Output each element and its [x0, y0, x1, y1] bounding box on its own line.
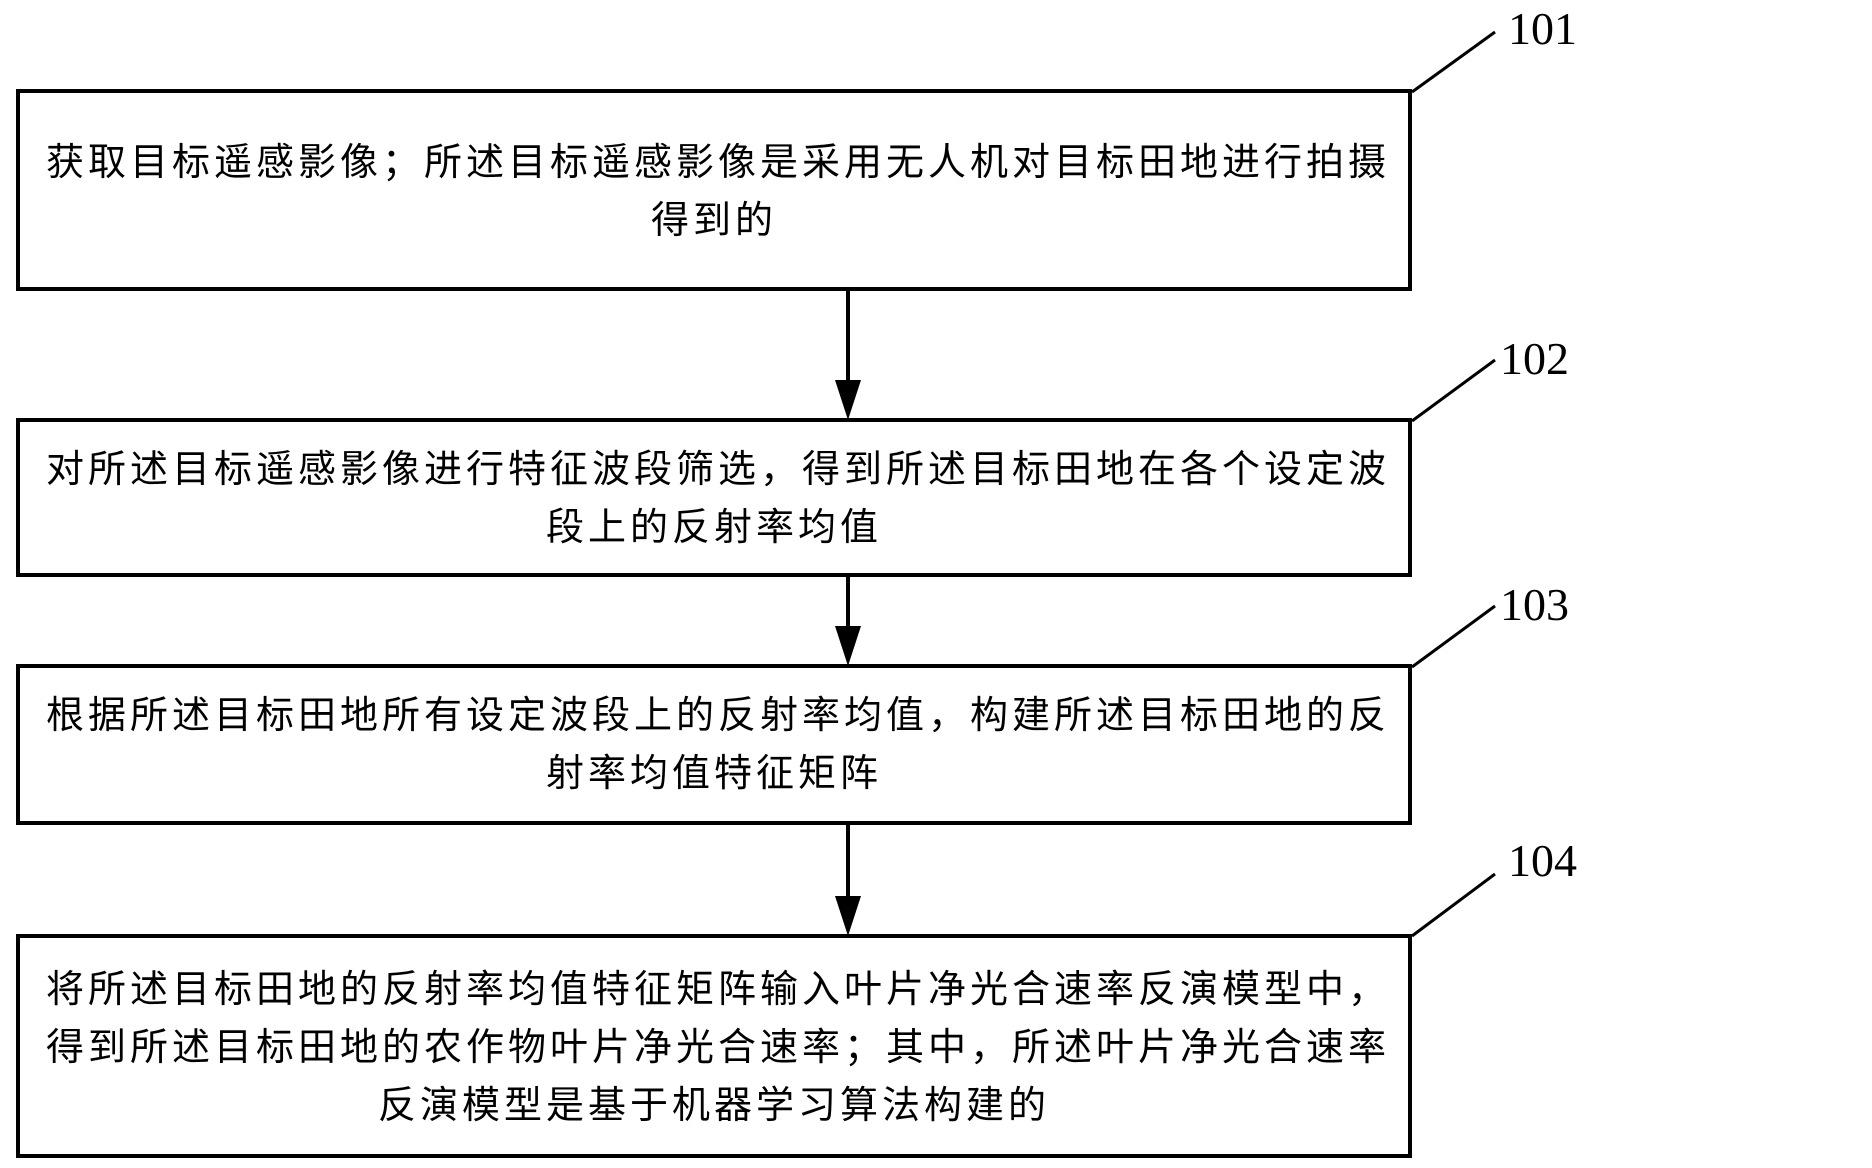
step-text-line: 根据所述目标田地所有设定波段上的反射率均值，构建所述目标田地的反: [46, 693, 1391, 737]
step-text-line: 获取目标遥感影像；所述目标遥感影像是采用无人机对目标田地进行拍摄: [46, 140, 1391, 184]
step-text-line: 反演模型是基于机器学习算法构建的: [377, 1083, 1050, 1127]
arrow-102-to-103: [835, 575, 861, 666]
step-text-101: 获取目标遥感影像；所述目标遥感影像是采用无人机对目标田地进行拍摄 得到的: [20, 133, 1408, 249]
step-label-103: 103: [1500, 579, 1569, 630]
step-text-104: 将所述目标田地的反射率均值特征矩阵输入叶片净光合速率反演模型中， 得到所述目标田…: [20, 960, 1408, 1134]
step-text-103: 根据所述目标田地所有设定波段上的反射率均值，构建所述目标田地的反 射率均值特征矩…: [20, 686, 1408, 802]
step-box-104: 将所述目标田地的反射率均值特征矩阵输入叶片净光合速率反演模型中， 得到所述目标田…: [16, 934, 1412, 1158]
step-label-104: 104: [1508, 835, 1577, 886]
leader-line-104: [1411, 872, 1496, 938]
step-box-103: 根据所述目标田地所有设定波段上的反射率均值，构建所述目标田地的反 射率均值特征矩…: [16, 664, 1412, 825]
step-box-102: 对所述目标遥感影像进行特征波段筛选，得到所述目标田地在各个设定波 段上的反射率均…: [16, 418, 1412, 577]
step-label-102: 102: [1500, 333, 1569, 384]
leader-line-102: [1411, 358, 1496, 423]
step-text-line: 射率均值特征矩阵: [545, 751, 882, 795]
step-box-101: 获取目标遥感影像；所述目标遥感影像是采用无人机对目标田地进行拍摄 得到的: [16, 89, 1412, 291]
step-text-line: 段上的反射率均值: [545, 505, 882, 549]
step-text-line: 将所述目标田地的反射率均值特征矩阵输入叶片净光合速率反演模型中，: [46, 967, 1391, 1011]
arrow-101-to-102: [835, 289, 861, 420]
step-text-102: 对所述目标遥感影像进行特征波段筛选，得到所述目标田地在各个设定波 段上的反射率均…: [20, 440, 1408, 556]
step-text-line: 得到的: [650, 198, 777, 242]
step-label-101: 101: [1508, 3, 1577, 54]
step-text-line: 对所述目标遥感影像进行特征波段筛选，得到所述目标田地在各个设定波: [46, 447, 1391, 491]
leader-line-101: [1411, 30, 1496, 94]
leader-line-103: [1411, 604, 1496, 669]
arrow-103-to-104: [835, 823, 861, 936]
step-text-line: 得到所述目标田地的农作物叶片净光合速率；其中，所述叶片净光合速率: [46, 1025, 1391, 1069]
